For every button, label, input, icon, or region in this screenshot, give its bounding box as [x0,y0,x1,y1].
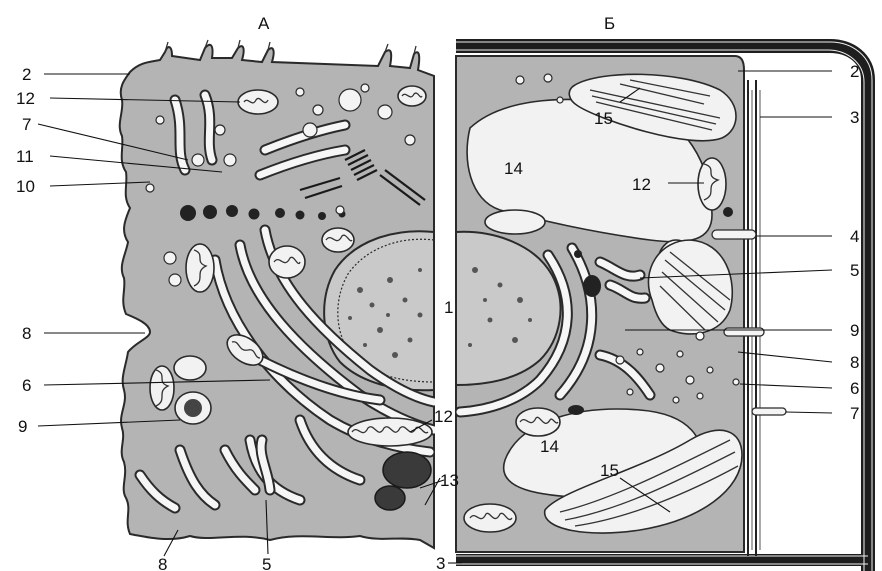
label-9-right: 9 [850,321,859,340]
label-12-inner: 12 [434,407,453,426]
animal-cell-panel [120,40,434,548]
label-7-right: 7 [850,404,859,423]
label-13-inner: 13 [440,471,459,490]
label-8-right: 8 [850,353,859,372]
label-10-left: 10 [16,177,35,196]
panel-b-title: Б [604,14,615,33]
bottom-labels: 8 5 3 [158,554,445,571]
plant-cell-panel [456,42,872,571]
label-7-left: 7 [22,115,31,134]
label-8-left: 8 [22,324,31,343]
label-14-top: 14 [504,159,523,178]
label-15-top: 15 [594,109,613,128]
label-2-right: 2 [850,62,859,81]
left-labels: 2 12 7 11 10 8 6 9 [16,65,35,436]
label-12-inner-b: 12 [632,175,651,194]
label-4-right: 4 [850,227,859,246]
label-5-bottom: 5 [262,555,271,571]
label-11-left: 11 [16,147,34,166]
label-3-bottom: 3 [436,554,445,571]
label-5-right: 5 [850,261,859,280]
label-3-right: 3 [850,108,859,127]
label-9-left: 9 [18,417,27,436]
label-12-left: 12 [16,89,35,108]
label-1-nucleus: 1 [444,298,453,317]
label-2-left: 2 [22,65,31,84]
label-15-bottom: 15 [600,461,619,480]
right-labels: 2 3 4 5 9 8 6 7 [850,62,859,423]
label-6-left: 6 [22,376,31,395]
label-14-bottom: 14 [540,437,559,456]
panel-a-title: А [258,14,270,33]
label-6-right: 6 [850,379,859,398]
label-8-bottom: 8 [158,555,167,571]
